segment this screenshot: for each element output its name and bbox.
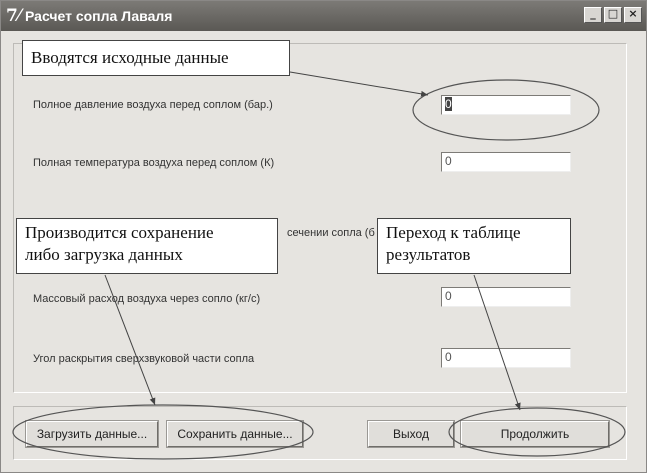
- angle-input[interactable]: 0: [441, 348, 571, 368]
- close-button[interactable]: ×: [624, 7, 642, 23]
- load-data-button[interactable]: Загрузить данные...: [25, 420, 159, 448]
- field-label-section: сечении сопла (б: [287, 227, 375, 239]
- temperature-input-value: 0: [445, 154, 452, 168]
- temperature-input[interactable]: 0: [441, 152, 571, 172]
- save-data-button[interactable]: Сохранить данные...: [166, 420, 304, 448]
- callout-results-line2: результатов: [386, 245, 471, 264]
- minimize-button[interactable]: _: [584, 7, 602, 23]
- pressure-input[interactable]: 0: [441, 95, 571, 115]
- pressure-input-value: 0: [445, 97, 452, 111]
- input-panel: [13, 43, 627, 393]
- callout-save-load-line1: Производится сохранение: [25, 223, 214, 242]
- field-label-pressure: Полное давление воздуха перед соплом (ба…: [33, 99, 273, 111]
- callout-results-line1: Переход к таблице: [386, 223, 521, 242]
- callout-input-data-text: Вводятся исходные данные: [31, 48, 229, 67]
- callout-save-load-line2: либо загрузка данных: [25, 245, 183, 264]
- exit-button[interactable]: Выход: [367, 420, 455, 448]
- field-label-angle: Угол раскрытия сверхзвуковой части сопла: [33, 353, 255, 365]
- field-label-temperature: Полная температура воздуха перед соплом …: [33, 157, 275, 169]
- callout-save-load: Производится сохранение либо загрузка да…: [16, 218, 278, 274]
- window-title: Расчет сопла Лаваля: [25, 8, 173, 24]
- angle-input-value: 0: [445, 350, 452, 364]
- title-bar[interactable]: 7⁄ Расчет сопла Лаваля _ □ ×: [1, 1, 646, 31]
- callout-input-data: Вводятся исходные данные: [22, 40, 290, 76]
- maximize-button[interactable]: □: [604, 7, 622, 23]
- field-label-mass-flow: Массовый расход воздуха через сопло (кг/…: [33, 293, 261, 305]
- app-icon: 7⁄: [6, 6, 21, 26]
- callout-results: Переход к таблице результатов: [377, 218, 571, 274]
- continue-button[interactable]: Продолжить: [460, 420, 610, 448]
- mass-flow-input-value: 0: [445, 289, 452, 303]
- mass-flow-input[interactable]: 0: [441, 287, 571, 307]
